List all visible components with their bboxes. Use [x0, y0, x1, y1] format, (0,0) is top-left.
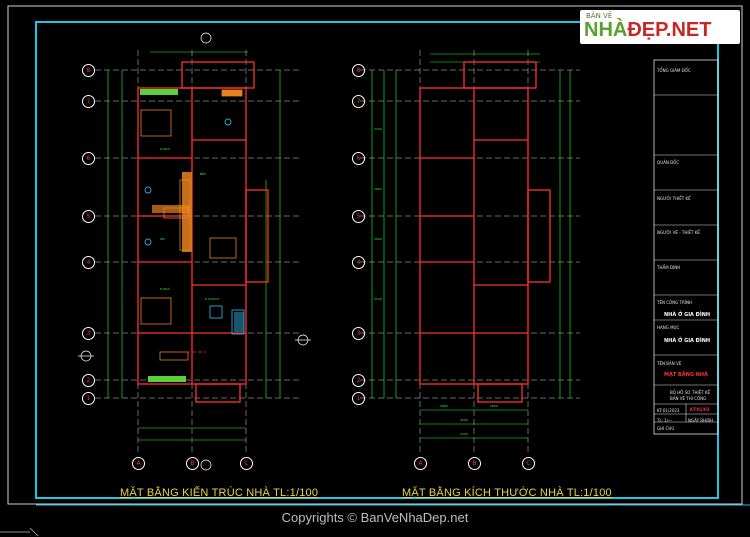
tb-project-label: TÊN CÔNG TRÌNH — [657, 300, 692, 305]
tb-scale-value: NGÀY BH/BH — [688, 418, 714, 423]
right-dim-values: 3300 2600 2000 3100 1800 1800 3600 7200 — [374, 127, 498, 436]
drawing-title-dimensions: MẶT BẰNG KÍCH THƯỚC NHÀ TL:1/100 — [402, 487, 612, 499]
axis-row-bubble: 5 — [352, 210, 365, 223]
axis-row-bubble: 3 — [352, 327, 365, 340]
svg-text:P. NGỦ: P. NGỦ — [160, 146, 170, 151]
left-walls — [137, 61, 269, 403]
svg-text:2000: 2000 — [374, 237, 382, 241]
dimension-floor-plan: 3300 2600 2000 3100 1800 1800 3600 7200 — [360, 50, 580, 455]
axis-col-bubble: A — [414, 457, 427, 470]
svg-text:WC: WC — [160, 237, 165, 241]
axis-col-bubble: A — [132, 457, 145, 470]
sheet-outer-border — [7, 5, 743, 505]
left-grid-rows — [95, 69, 300, 399]
svg-text:3600: 3600 — [460, 418, 468, 422]
tb-code-right: KT-01/03 — [690, 407, 710, 412]
axis-col-bubble: B — [468, 457, 481, 470]
tb-manager-label: QUẢN ĐỐC — [657, 160, 680, 165]
tb-notes-label: GHI CHÚ — [657, 426, 675, 431]
tb-drafter-label: NGƯỜI VẼ - THIẾT KẾ — [657, 230, 700, 235]
axis-row-bubble: 7 — [82, 95, 95, 108]
axis-row-bubble: 6 — [82, 152, 95, 165]
axis-row-bubble: 8 — [352, 64, 365, 77]
left-dimensions — [107, 51, 281, 441]
axis-row-bubble: 4 — [82, 256, 95, 269]
tb-stage-label: BỘ HỒ SƠ THIẾT KẾ — [670, 390, 711, 395]
site-watermark-logo: BẢN VẼ NHÀĐẸP.NET — [580, 10, 740, 44]
axis-col-bubble: C — [522, 457, 535, 470]
axis-col-bubble: B — [186, 457, 199, 470]
svg-text:2600: 2600 — [374, 187, 382, 191]
svg-text:1800: 1800 — [490, 404, 498, 408]
tb-owner-label: TỔNG GIÁM ĐỐC — [657, 68, 691, 73]
tb-stage-value: BẢN VẼ THI CÔNG — [670, 396, 707, 401]
left-room-labels: P. NGỦ BẾP WC P. NGỦ P. KHÁCH — [160, 146, 219, 301]
tb-code-left: KT-01/2023 — [657, 408, 680, 413]
tb-scale-label: TL: 1/— — [657, 418, 673, 423]
svg-text:3300: 3300 — [374, 127, 382, 131]
architectural-floor-plan: P. NGỦ BẾP WC P. NGỦ P. KHÁCH — [95, 50, 300, 455]
svg-text:BẾP: BẾP — [200, 170, 206, 176]
left-grass-bottom — [148, 376, 186, 382]
svg-text:P. NGỦ: P. NGỦ — [160, 286, 170, 291]
tb-sheet-label: TÊN BẢN VẼ — [657, 361, 682, 366]
section-markers — [78, 32, 311, 471]
right-walls — [419, 61, 551, 403]
axis-row-bubble: 3 — [82, 327, 95, 340]
axis-col-bubble: C — [240, 457, 253, 470]
tb-designer-label: NGƯỜI THIẾT KẾ — [657, 196, 691, 201]
tb-sheet-value: MẶT BẰNG NHÀ — [664, 372, 708, 378]
axis-row-bubble: 8 — [82, 64, 95, 77]
left-grass-top — [140, 89, 178, 95]
watermark-brand-accent: ĐẸP.NET — [627, 19, 712, 41]
tb-item-label: HẠNG MỤC — [657, 325, 680, 330]
title-block-rows — [654, 94, 718, 423]
watermark-brand-main: NHÀ — [584, 19, 628, 41]
title-block-frame — [653, 59, 719, 435]
axis-row-bubble: 5 — [82, 210, 95, 223]
right-dimensions — [371, 53, 571, 439]
axis-row-bubble: 6 — [352, 152, 365, 165]
watermark-brand: NHÀĐẸP.NET — [584, 19, 711, 42]
tb-item-value: NHÀ Ở GIA ĐÌNH — [664, 338, 711, 344]
svg-text:P. KHÁCH: P. KHÁCH — [205, 296, 219, 301]
axis-row-bubble: 2 — [82, 374, 95, 387]
axis-row-bubble: 4 — [352, 256, 365, 269]
right-grid-rows — [360, 69, 580, 399]
svg-text:1800: 1800 — [440, 404, 448, 408]
watermark-small-text: BẢN VẼ — [586, 12, 613, 20]
copyright-text: Copyrights © BanVeNhaDep.net — [281, 510, 469, 525]
axis-row-bubble: 7 — [352, 95, 365, 108]
left-blue-fixtures — [144, 118, 245, 335]
svg-text:7200: 7200 — [460, 432, 468, 436]
drawing-title-architectural: MẶT BẰNG KIẾN TRÚC NHÀ TL:1/100 — [120, 487, 319, 499]
axis-row-bubble: 1 — [352, 392, 365, 405]
tb-checker-label: THẨM ĐỊNH — [657, 265, 681, 270]
tb-project-value: NHÀ Ở GIA ĐÌNH — [664, 312, 711, 318]
axis-row-bubble: 1 — [82, 392, 95, 405]
svg-text:3100: 3100 — [374, 297, 382, 301]
axis-row-bubble: 2 — [352, 374, 365, 387]
crosshair-icon — [0, 527, 39, 537]
